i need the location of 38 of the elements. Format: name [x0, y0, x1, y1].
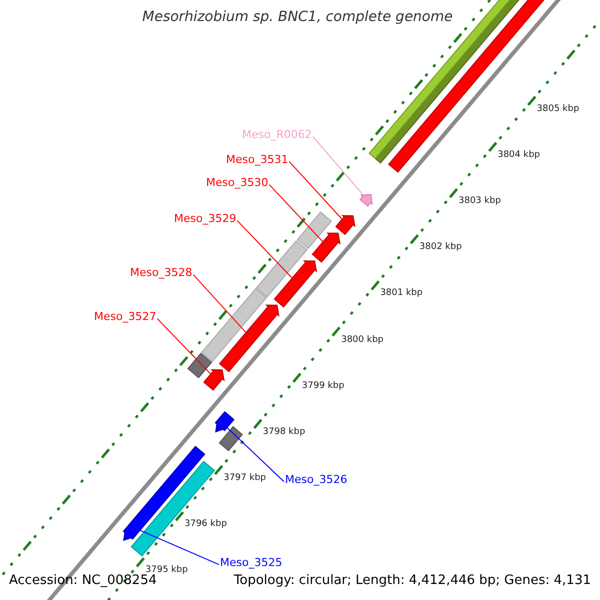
title: Mesorhizobium sp. BNC1, complete genome — [141, 9, 454, 26]
scale-label: 3799 kbp — [302, 380, 344, 392]
gene-marker — [122, 446, 206, 542]
genome-info-text: Topology: circular; Length: 4,412,446 bp; Genes: 4,131 — [234, 574, 591, 589]
scale-label: 3804 kbp — [498, 150, 540, 160]
gene-marker — [214, 411, 235, 433]
gene-marker — [203, 369, 225, 391]
scale-label: 3796 kbp — [184, 519, 227, 530]
scale-label: 3801 kbp — [380, 288, 423, 299]
gene-label: Meso_3529 — [174, 213, 236, 226]
gene-marker — [274, 260, 318, 308]
scale-label: 3800 kbp — [341, 334, 384, 345]
leader-line — [312, 136, 364, 196]
leader-line — [192, 274, 247, 334]
scale-label: 3795 kbp — [145, 565, 188, 576]
scale-label: 3805 kbp — [536, 104, 580, 114]
gene-label: Meso_3525 — [220, 557, 282, 570]
scale-label: 3803 kbp — [458, 196, 501, 206]
leader-line — [226, 427, 284, 482]
gene-marker — [335, 215, 356, 236]
scale-label: 3802 kbp — [419, 242, 462, 253]
gene-label: Meso_3527 — [94, 311, 156, 324]
gene-marker — [359, 194, 373, 207]
gene-label: Meso_3531 — [226, 154, 288, 167]
accession-text: Accession: NC_008254 — [9, 574, 157, 589]
leader-line — [236, 220, 293, 279]
leader-line — [140, 530, 220, 566]
gene-label: Meso_3528 — [130, 267, 192, 280]
leader-line — [288, 161, 343, 220]
leader-line — [268, 184, 324, 242]
scale-label: 3798 kbp — [262, 426, 306, 438]
gene-label: Meso_3530 — [206, 177, 268, 190]
gene-label: Meso_3526 — [285, 474, 348, 487]
scale-label: 3797 kbp — [224, 473, 266, 484]
gene-label: Meso_R0062 — [242, 129, 312, 142]
gene-marker — [312, 232, 341, 263]
gene-marker — [218, 304, 280, 372]
leader-line — [156, 318, 212, 375]
